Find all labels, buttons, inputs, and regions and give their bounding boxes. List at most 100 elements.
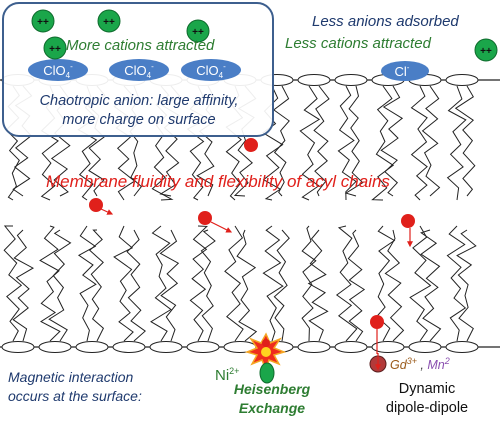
- ni-ion-label: Ni2+: [215, 366, 239, 384]
- lower-acyl-chain: [409, 225, 432, 342]
- lower-acyl-chain: [335, 225, 358, 342]
- chaotropic-anion-label: Chaotropic anion: large affinity, more c…: [8, 92, 270, 130]
- lower-acyl-chain: [150, 225, 172, 342]
- lower-acyl-chain: [446, 225, 467, 342]
- spin-probe-4: [401, 214, 415, 248]
- upper-acyl-chain: [380, 85, 404, 197]
- heisenberg-line-2: Exchange: [238, 400, 306, 416]
- ni-symbol: Ni: [215, 367, 230, 384]
- clo4-anion-2: ClO4-: [109, 59, 169, 81]
- mn-symbol: Mn: [427, 358, 445, 373]
- lower-acyl-chain: [77, 225, 97, 342]
- dynamic-dipole-label: Dynamic dipole-dipole: [368, 380, 486, 418]
- lower-lipid-head: [38, 341, 72, 353]
- lower-lipid-head: [297, 341, 331, 353]
- upper-acyl-chain: [421, 85, 441, 197]
- lower-acyl-chain: [159, 229, 180, 342]
- cl-anion: Cl-: [381, 61, 429, 81]
- lower-acyl-chain: [384, 229, 405, 342]
- upper-lipid-head: [334, 74, 368, 86]
- lower-lipid-head: [408, 341, 442, 353]
- svg-text:++: ++: [192, 27, 204, 38]
- lower-lipid-head: [149, 341, 183, 353]
- lower-acyl-chain: [200, 229, 216, 342]
- gd-mn-ion: [369, 353, 387, 373]
- cation-3: ++: [186, 19, 210, 43]
- gd-mn-label: Gd3+ , Mn2: [390, 356, 450, 372]
- svg-text:++: ++: [480, 46, 492, 57]
- upper-acyl-chain: [299, 85, 321, 201]
- upper-acyl-chain: [446, 85, 467, 201]
- lower-acyl-chain: [236, 229, 258, 342]
- upper-acyl-chain: [454, 85, 476, 197]
- lower-lipid-head: [75, 341, 109, 353]
- less-anions-label: Less anions adsorbed: [312, 13, 459, 30]
- lower-lipid-head: [445, 341, 479, 353]
- membrane-fluidity-label: Membrane fluidity and flexibility of acy…: [46, 172, 390, 191]
- svg-text:++: ++: [49, 44, 61, 55]
- svg-text:++: ++: [37, 17, 49, 28]
- spin-probe-5: [370, 315, 384, 354]
- lower-acyl-chain: [420, 229, 442, 342]
- svg-text:ClO4-: ClO4-: [43, 62, 73, 80]
- upper-acyl-chain: [337, 85, 357, 201]
- magnetic-line-1: Magnetic interaction: [8, 369, 134, 385]
- clo4-anion-1: ClO4-: [28, 59, 88, 81]
- lower-lipid-head: [334, 341, 368, 353]
- upper-acyl-chain: [410, 85, 428, 201]
- lower-acyl-chain: [126, 229, 147, 342]
- lower-acyl-chain: [12, 229, 35, 342]
- lower-acyl-chain: [273, 229, 290, 342]
- cation-1: ++: [31, 9, 55, 33]
- upper-acyl-chain: [371, 85, 395, 201]
- cation-5: ++: [474, 38, 498, 62]
- more-cations-label: More cations attracted: [66, 37, 215, 54]
- lower-acyl-chain: [113, 225, 134, 342]
- gd-charge: 3+: [406, 356, 417, 366]
- lower-acyl-chain: [48, 229, 72, 342]
- ni-ion: [259, 362, 275, 384]
- upper-acyl-chain: [313, 85, 330, 197]
- svg-text:ClO4-: ClO4-: [124, 62, 154, 80]
- upper-acyl-chain: [272, 85, 290, 197]
- cation-4: ++: [43, 36, 67, 60]
- svg-text:ClO4-: ClO4-: [196, 62, 226, 80]
- magnetic-line-2: occurs at the surface:: [8, 388, 142, 404]
- spin-probe-2: [89, 198, 114, 215]
- lower-acyl-chain: [307, 229, 329, 342]
- lower-acyl-chain: [456, 229, 477, 342]
- spin-probe-1: [244, 138, 258, 152]
- lower-acyl-chain: [39, 225, 61, 342]
- upper-lipid-head: [445, 74, 479, 86]
- lower-lipid-head: [112, 341, 146, 353]
- heisenberg-line-1: Heisenberg: [233, 381, 311, 397]
- svg-text:++: ++: [103, 17, 115, 28]
- heisenberg-exchange-label: Heisenberg Exchange: [232, 380, 312, 418]
- upper-acyl-chain: [344, 85, 364, 197]
- chaotropic-line-1: Chaotropic anion: large affinity,: [39, 93, 239, 109]
- chaotropic-line-2: more charge on surface: [62, 112, 216, 128]
- lower-acyl-chain: [88, 229, 105, 342]
- lower-lipid-head: [186, 341, 220, 353]
- lower-acyl-chain: [262, 225, 284, 342]
- dynamic-line-1: Dynamic: [398, 381, 456, 397]
- spin-probe-3: [198, 211, 233, 233]
- gd-mn-separator: ,: [416, 358, 428, 373]
- clo4-anion-3: ClO4-: [181, 59, 241, 81]
- svg-text:Cl-: Cl-: [395, 63, 410, 79]
- dynamic-line-2: dipole-dipole: [385, 400, 469, 416]
- lower-acyl-chain: [301, 225, 317, 342]
- lower-lipid-head: [1, 341, 35, 353]
- mn-charge: 2: [444, 356, 450, 366]
- lower-acyl-chain: [347, 229, 366, 342]
- less-cations-label: Less cations attracted: [285, 35, 431, 52]
- cation-2: ++: [97, 9, 121, 33]
- magnetic-interaction-label: Magnetic interaction occurs at the surfa…: [8, 368, 142, 406]
- ni-charge: 2+: [229, 366, 240, 376]
- lower-acyl-chain: [224, 225, 244, 342]
- upper-lipid-head: [297, 74, 331, 86]
- gd-symbol: Gd: [390, 358, 407, 373]
- lower-lipid-head: [371, 341, 405, 353]
- lower-acyl-chain: [189, 225, 208, 342]
